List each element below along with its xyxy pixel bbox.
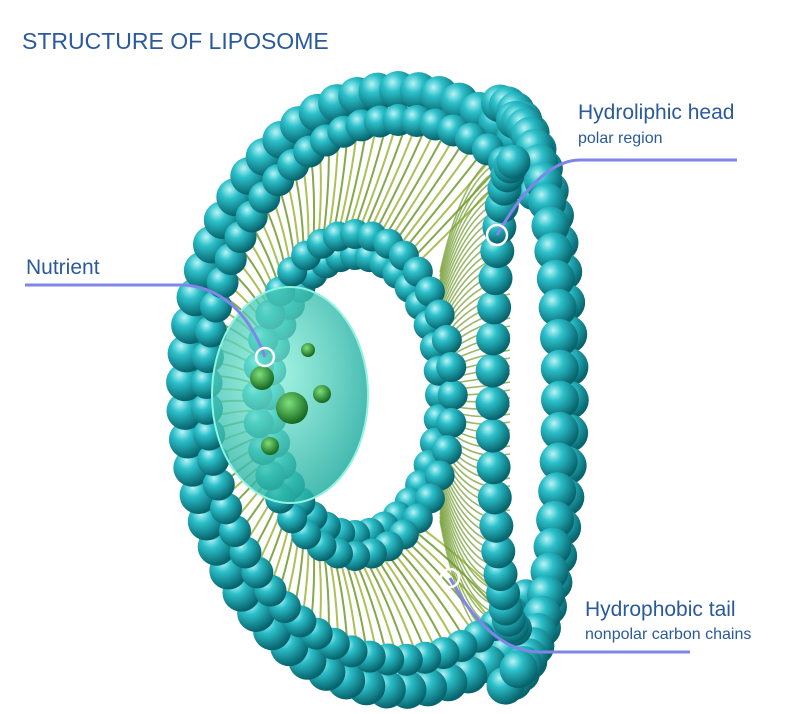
head-bead [437, 380, 468, 410]
hydrophilic-heads [166, 71, 589, 709]
head-bead [496, 144, 531, 179]
head-bead [478, 261, 513, 296]
diagram-title: STRUCTURE OF LIPOSOME [22, 28, 329, 54]
head-label: Hydroliphic head [578, 101, 735, 124]
head-bead [538, 288, 577, 327]
head-bead [202, 468, 235, 501]
head-bead [195, 315, 228, 348]
nutrient-particle [313, 385, 331, 403]
head-bead [540, 349, 579, 388]
head-bead [481, 534, 516, 569]
head-bead [436, 352, 467, 383]
head-bead [475, 353, 510, 388]
tail-sublabel: nonpolar carbon chains [585, 626, 752, 643]
head-bead [475, 418, 510, 453]
head-bead [499, 650, 538, 689]
head-callout-line [495, 158, 737, 236]
nutrient-particle [261, 437, 279, 455]
head-bead [475, 386, 510, 421]
head-bead [431, 324, 462, 355]
head-bead [197, 443, 230, 476]
tail-callout-marker [439, 567, 461, 589]
head-bead [477, 480, 512, 515]
nutrient-core [211, 286, 369, 504]
head-bead [479, 508, 514, 543]
head-bead [414, 276, 445, 307]
head-bead [540, 380, 579, 419]
head-bead [476, 321, 511, 356]
head-bead [431, 435, 462, 466]
nutrient-particle [276, 392, 308, 424]
callout-lines [25, 158, 737, 654]
head-bead [476, 450, 511, 485]
head-bead [477, 290, 512, 325]
head-bead [538, 472, 577, 511]
nutrient-callout-marker [254, 346, 276, 368]
nutrient-particle [301, 343, 315, 357]
head-bead [539, 442, 578, 481]
tail-callout-line [448, 577, 690, 654]
nutrient-particle [250, 366, 274, 390]
head-bead [436, 407, 467, 438]
head-bead [536, 259, 575, 298]
head-bead [540, 411, 579, 450]
nutrient-callout-line [25, 283, 267, 358]
head-bead [534, 232, 573, 271]
head-bead [424, 299, 455, 330]
head-bead [424, 460, 455, 491]
head-sublabel: polar region [578, 130, 663, 147]
head-bead [540, 318, 579, 357]
nutrient-label: Nutrient [26, 256, 100, 279]
head-callout-marker [485, 223, 509, 247]
tail-label: Hydrophobic tail [585, 598, 736, 621]
